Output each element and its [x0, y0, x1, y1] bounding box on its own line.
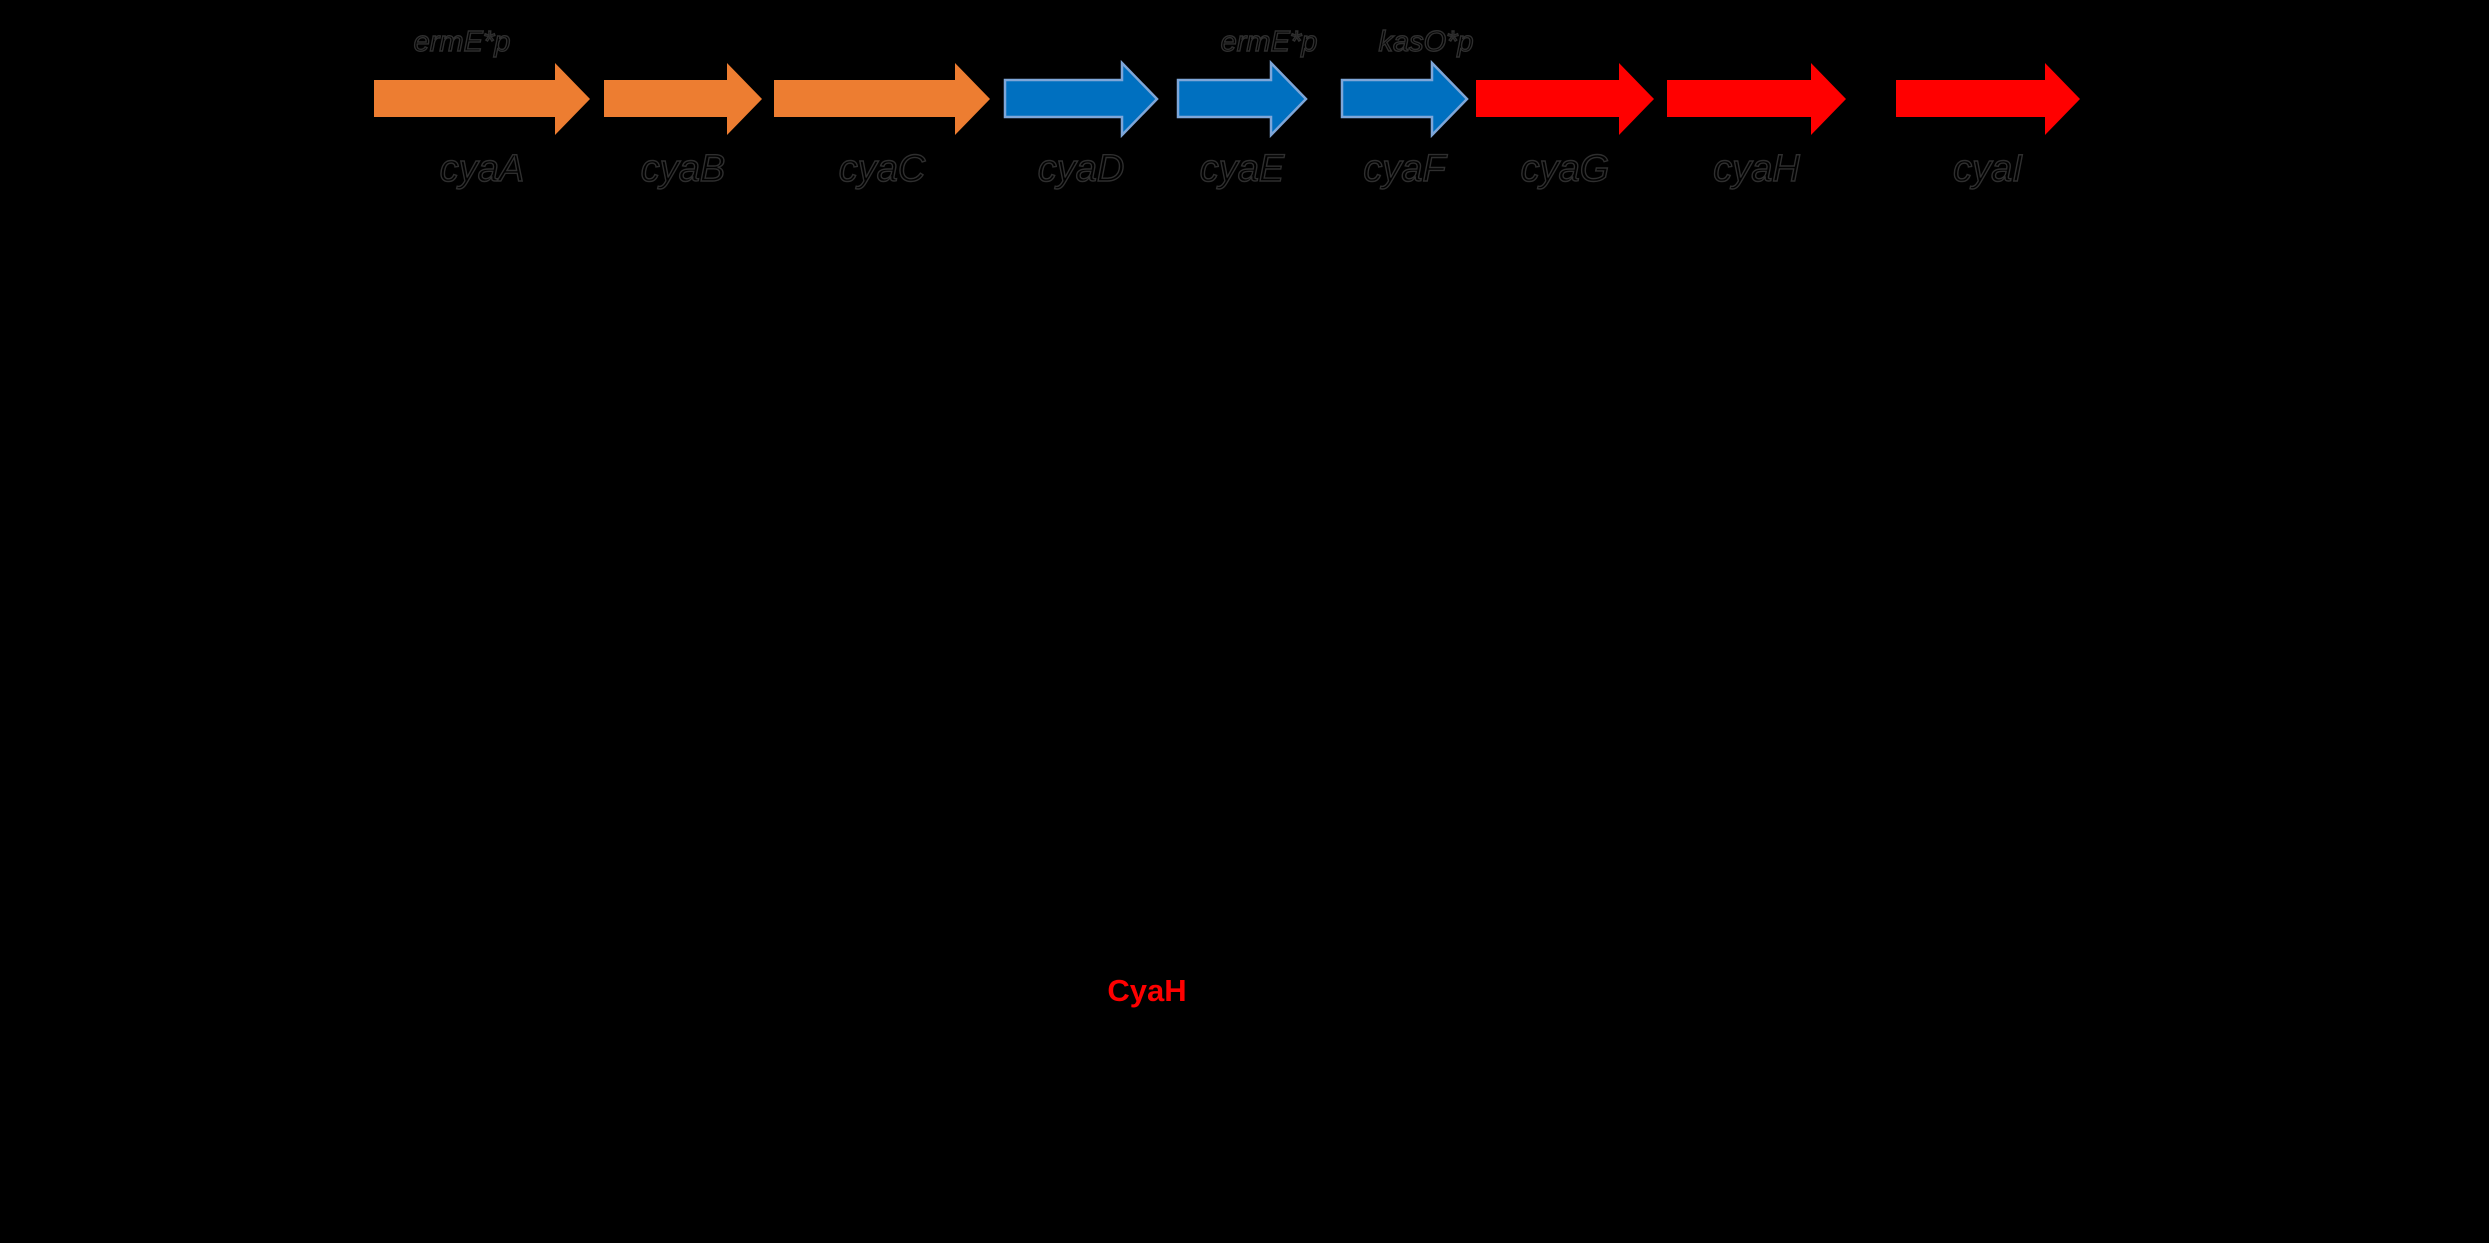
- gene-arrow-cyaC: [774, 63, 990, 135]
- enzyme-label-cyah: CyaH: [1107, 973, 1187, 1008]
- gene-label-cyaB: cyaB: [640, 148, 726, 190]
- promoter-label-2-kasOp: kasO*p: [1378, 26, 1475, 58]
- gene-arrow-cyaH: [1667, 63, 1846, 135]
- gene-label-cyaH: cyaH: [1713, 148, 1801, 190]
- gene-label-cyaF: cyaF: [1363, 148, 1447, 190]
- gene-label-cyaC: cyaC: [838, 148, 926, 190]
- gene-arrow-cyaF: [1340, 59, 1469, 139]
- gene-arrow-cyaI: [1896, 63, 2080, 135]
- gene-arrow-cyaA: [374, 63, 590, 135]
- gene-arrow-cyaD: [1003, 59, 1159, 139]
- gene-arrow-cyaG: [1476, 63, 1654, 135]
- gene-label-cyaD: cyaD: [1037, 148, 1125, 190]
- promoter-label-1-ermEp: ermE*p: [1220, 26, 1318, 58]
- gene-arrow-cyaE: [1176, 59, 1308, 139]
- gene-arrow-cyaB: [604, 63, 762, 135]
- gene-label-cyaA: cyaA: [439, 148, 525, 190]
- promoter-label-0-ermEp: ermE*p: [413, 26, 511, 58]
- gene-label-cyaG: cyaG: [1520, 148, 1610, 190]
- gene-label-cyaI: cyaI: [1952, 148, 2023, 190]
- gene-label-cyaE: cyaE: [1199, 148, 1285, 190]
